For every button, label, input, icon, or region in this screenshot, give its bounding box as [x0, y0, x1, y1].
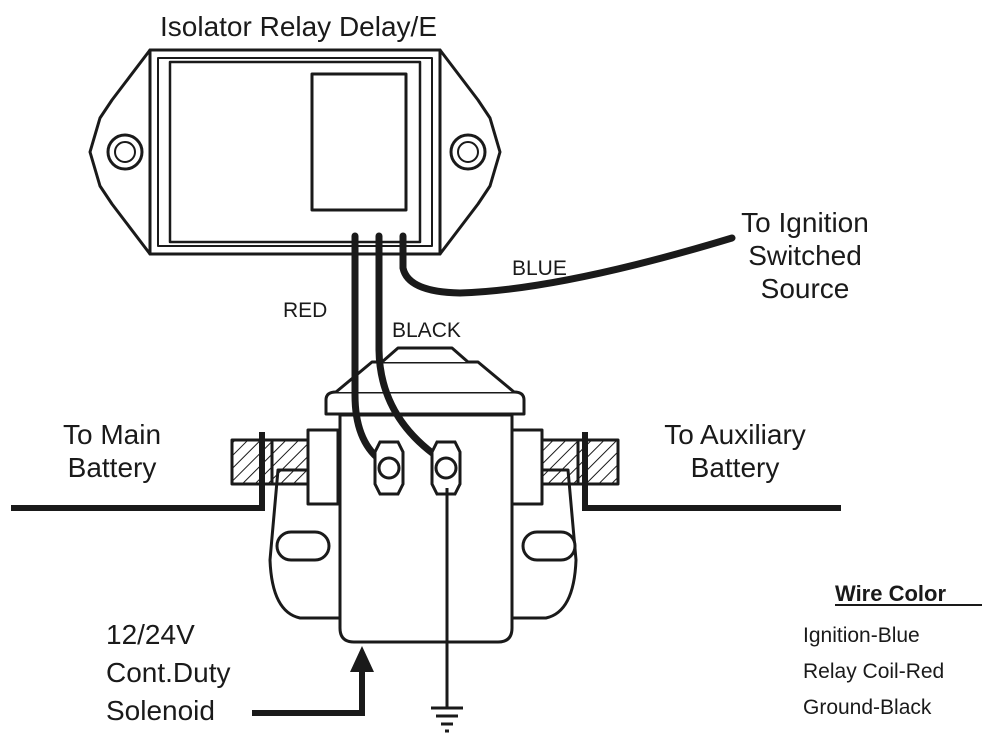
legend-item: Ignition-Blue [803, 624, 920, 647]
svg-text:Battery: Battery [68, 452, 157, 483]
legend-item: Relay Coil-Red [803, 660, 944, 683]
blue-wire-label: BLUE [512, 257, 567, 280]
svg-text:Switched: Switched [748, 240, 862, 271]
solenoid-pointer-arrow [252, 646, 374, 716]
svg-text:12/24V: 12/24V [106, 619, 195, 650]
solenoid-terminals [373, 440, 462, 496]
wire-color-legend: Wire Color Ignition-Blue Relay Coil-Red … [803, 581, 982, 719]
black-wire-label: BLACK [392, 319, 461, 342]
main-battery-label: To Main Battery [63, 419, 161, 483]
solenoid [230, 346, 620, 644]
svg-text:Solenoid: Solenoid [106, 695, 215, 726]
ignition-label: To Ignition Switched Source [741, 207, 869, 304]
svg-text:Cont.Duty: Cont.Duty [106, 657, 231, 688]
svg-text:To Auxiliary: To Auxiliary [664, 419, 806, 450]
solenoid-label: 12/24V Cont.Duty Solenoid [106, 619, 231, 726]
legend-item: Ground-Black [803, 696, 932, 719]
ground [431, 488, 463, 733]
relay-title: Isolator Relay Delay/E [160, 11, 437, 42]
mounting-hole-right-icon [449, 133, 487, 171]
aux-battery-label: To Auxiliary Battery [664, 419, 806, 483]
svg-text:To Ignition: To Ignition [741, 207, 869, 238]
ground-icon [431, 706, 463, 733]
terminal-right-icon [430, 440, 462, 496]
terminal-left-icon [373, 440, 405, 496]
svg-text:To Main: To Main [63, 419, 161, 450]
legend-title: Wire Color [835, 581, 946, 606]
mounting-hole-left-icon [106, 133, 144, 171]
blue-wire [399, 232, 736, 297]
red-wire-label: RED [283, 299, 327, 322]
isolator-relay [88, 48, 502, 256]
black-wire [375, 232, 449, 466]
svg-text:Battery: Battery [691, 452, 780, 483]
svg-text:Source: Source [761, 273, 850, 304]
